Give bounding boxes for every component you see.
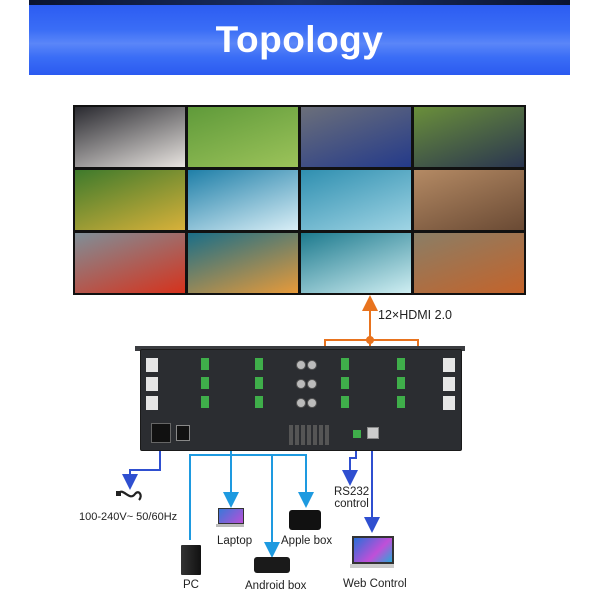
terminal-block: [341, 377, 349, 389]
matrix-switcher-device: [140, 349, 462, 451]
power-line: [122, 445, 161, 490]
rs232-label-line2: control: [334, 498, 369, 510]
mount-ear-right-2: [443, 377, 455, 391]
mount-ear-left-2: [146, 377, 158, 391]
power-cord-icon: [116, 490, 142, 501]
matrix-chassis-top: [135, 346, 465, 351]
wall-tile-surfer-wave: [188, 233, 298, 293]
mount-ear-right-3: [443, 396, 455, 410]
terminal-block: [201, 358, 209, 370]
mount-ear-left-3: [146, 396, 158, 410]
output-label: 12×HDMI 2.0: [378, 308, 452, 322]
wall-tile-kitten-in-grass: [188, 107, 298, 167]
terminal-block: [201, 396, 209, 408]
wall-tile-surfer-left: [188, 170, 298, 230]
wall-tile-fashion-runway: [75, 107, 185, 167]
terminal-block: [397, 396, 405, 408]
power-inlet: [151, 423, 171, 443]
android-box-icon: [254, 557, 290, 573]
wall-tile-woman-canyon: [414, 170, 524, 230]
pc-tower-icon: [181, 545, 201, 575]
terminal-block: [341, 358, 349, 370]
rs232-port: [353, 430, 361, 438]
power-switch: [176, 425, 190, 441]
dip-switch-panel: [289, 425, 331, 445]
wall-tile-boy-picking-fruit: [75, 170, 185, 230]
coax-port: [307, 379, 317, 389]
coax-port: [307, 398, 317, 408]
laptop-label: Laptop: [217, 535, 253, 547]
control-lines: [342, 440, 380, 533]
apple-tv-icon: [289, 510, 321, 530]
pc-label: PC: [183, 579, 199, 591]
terminal-block: [397, 358, 405, 370]
terminal-block: [201, 377, 209, 389]
coax-port: [296, 360, 306, 370]
mount-ear-left-1: [146, 358, 158, 372]
wall-tile-red-poppies: [75, 233, 185, 293]
terminal-block: [255, 377, 263, 389]
android-box-label: Android box: [245, 580, 307, 592]
web-control-laptop-icon: [350, 536, 394, 568]
mount-ear-right-1: [443, 358, 455, 372]
page-title: Topology: [215, 19, 384, 60]
wall-tile-ocean-wave: [301, 233, 411, 293]
terminal-block: [341, 396, 349, 408]
rs232-label-line1: RS232: [334, 486, 370, 498]
power-label: 100-240V~ 50/60Hz: [79, 511, 178, 523]
terminal-block: [255, 396, 263, 408]
terminal-block: [397, 377, 405, 389]
wall-tile-tomato-basket: [414, 107, 524, 167]
ethernet-port: [367, 427, 379, 439]
terminal-block: [255, 358, 263, 370]
top-strip: [29, 0, 570, 5]
wall-tile-red-panda: [414, 233, 524, 293]
laptop-icon: [216, 508, 244, 527]
web-control-label: Web Control: [343, 578, 407, 590]
rs232-label: RS232 control: [334, 486, 369, 510]
coax-port: [296, 398, 306, 408]
video-wall: [73, 105, 526, 295]
coax-port: [296, 379, 306, 389]
apple-box-label: Apple box: [281, 535, 333, 547]
wall-tile-blue-sports-car: [301, 107, 411, 167]
title-banner: Topology: [29, 5, 570, 75]
coax-port: [307, 360, 317, 370]
wall-tile-surfer-sky: [301, 170, 411, 230]
